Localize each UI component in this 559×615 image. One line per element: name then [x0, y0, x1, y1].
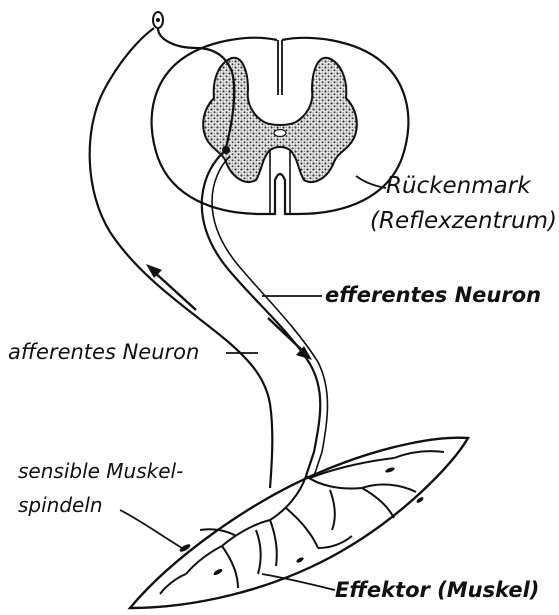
label-afferent-neuron: afferentes Neuron — [8, 340, 199, 364]
label-sensible-line2: spindeln — [18, 494, 103, 517]
label-rueckenmark: Rückenmark — [386, 173, 531, 199]
afferent-direction-arrow — [146, 264, 196, 310]
grey-matter — [203, 58, 357, 182]
central-canal — [274, 130, 286, 137]
dorsal-groove — [278, 40, 282, 95]
label-reflexzentrum: (Reflexzentrum) — [370, 208, 557, 234]
label-effektor: Effektor (Muskel) — [335, 578, 539, 602]
efferent-neuron-path — [202, 150, 320, 476]
label-efferent-neuron: efferentes Neuron — [325, 283, 541, 307]
nerve-endings — [160, 451, 444, 594]
ventral-fissure — [270, 150, 290, 214]
leader-rueckenmark — [356, 176, 386, 188]
label-sensible-line1: sensible Muskel- — [18, 460, 183, 483]
leader-sensible — [120, 510, 182, 548]
